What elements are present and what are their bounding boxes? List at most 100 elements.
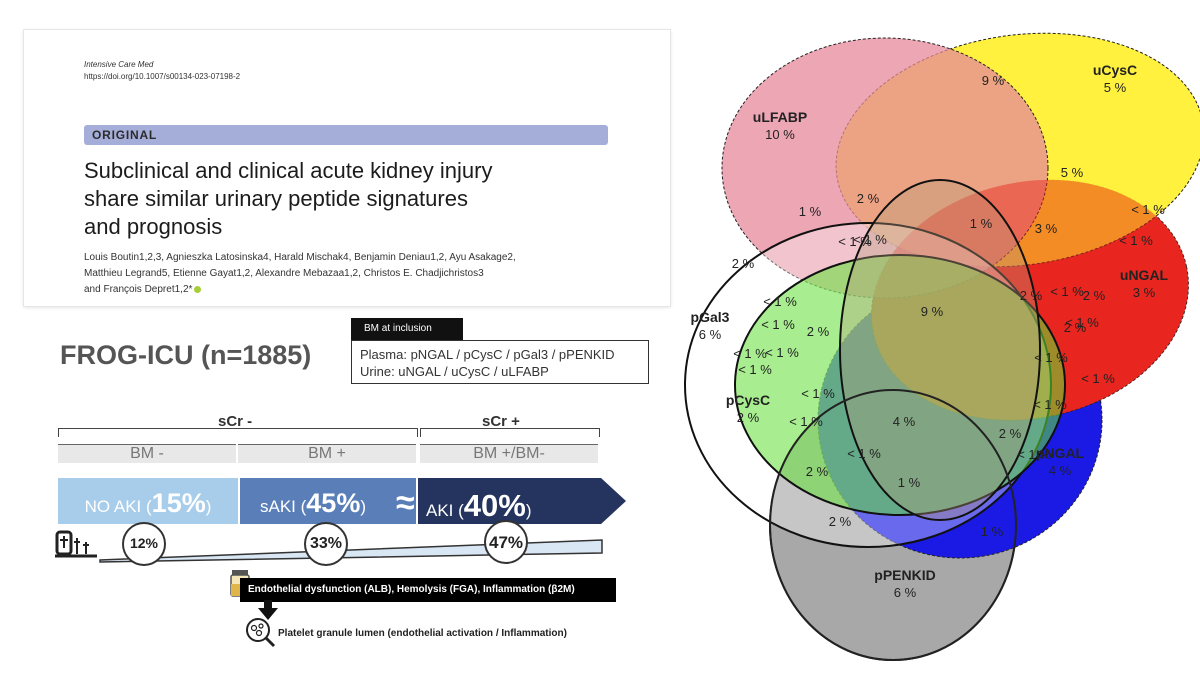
stage-tail: ) — [360, 497, 366, 516]
venn-region-label: < 1 % — [1050, 284, 1084, 299]
platelet-text: Platelet granule lumen (endothelial acti… — [278, 628, 567, 639]
urine-biomarkers: Urine: uNGAL / uCysC / uLFABP — [360, 364, 549, 379]
stage-tail: ) — [525, 501, 532, 520]
venn-region-label: 2 % — [1064, 320, 1087, 335]
mortality-value: 12% — [129, 535, 159, 551]
magnifier-icon — [246, 618, 276, 648]
arrow-down-icon — [258, 600, 278, 620]
venn-region-label: 2 % — [857, 191, 880, 206]
mortality-value: 47% — [488, 533, 524, 552]
doi-link[interactable]: https://doi.org/10.1007/s00134-023-07198… — [84, 72, 241, 81]
venn-region-label: < 1 % — [738, 362, 772, 377]
venn-set-pct: 3 % — [1133, 285, 1156, 300]
venn-region-label: 1 % — [981, 524, 1004, 539]
venn-region-label: 2 % — [807, 324, 830, 339]
venn-region-label: 9 % — [982, 73, 1005, 88]
section-bar: ORIGINAL — [84, 125, 608, 145]
stage-saki-text: sAKI (45%) — [210, 488, 416, 519]
venn-region-label: < 1 % — [1065, 315, 1099, 330]
author-line: and François Depret1,2* — [84, 284, 202, 295]
section-label: ORIGINAL — [92, 128, 158, 142]
bm-header-text: BM at inclusion — [364, 323, 432, 334]
venn-region-label: 2 % — [806, 464, 829, 479]
author-line-text: and François Depret1,2* — [84, 284, 193, 295]
paper-title-line: and prognosis — [84, 214, 223, 239]
stage-aki-text: AKI (40%) — [426, 488, 532, 524]
venn-region-label: 2 % — [829, 514, 852, 529]
venn-region-label: < 1 % — [765, 345, 799, 360]
venn-region-label: < 1 % — [1017, 447, 1051, 462]
venn-set-name: pNGAL — [1036, 445, 1085, 461]
stage-pct: 15% — [151, 488, 206, 518]
venn-region-label: < 1 % — [1081, 371, 1115, 386]
bm-mixed-cell: BM +/BM- — [420, 444, 598, 463]
venn-region-label: 5 % — [1061, 165, 1084, 180]
venn-region-label: 2 % — [1020, 288, 1043, 303]
venn-region-label: < 1 % — [1131, 202, 1165, 217]
venn-region-label: < 1 % — [838, 234, 872, 249]
paper-title-line: Subclinical and clinical acute kidney in… — [84, 158, 493, 183]
stage-no-aki-text: NO AKI (15%) — [58, 488, 238, 519]
venn-region-label: < 1 % — [801, 386, 835, 401]
venn-region-label: 1 % — [898, 475, 921, 490]
paper-title-line: share similar urinary peptide signatures — [84, 186, 468, 211]
venn-region-label: 4 % — [893, 414, 916, 429]
venn-set-name: uCysC — [1093, 62, 1137, 78]
stage-no-aki: NO AKI (15%) — [58, 478, 238, 524]
venn-set-pct: 10 % — [765, 127, 795, 142]
mortality-circle: 47% — [484, 520, 528, 564]
mortality-circle: 12% — [122, 522, 166, 566]
venn-region-label: < 1 % — [733, 346, 767, 361]
venn-region-label: < 1 % — [763, 294, 797, 309]
scr-neg-bracket — [58, 428, 418, 437]
scr-pos-label: sCr + — [482, 413, 520, 430]
stage-label: AKI ( — [426, 501, 464, 520]
plasma-biomarkers: Plasma: pNGAL / pCysC / pGal3 / pPENKID — [360, 347, 615, 362]
stage-label: sAKI ( — [259, 497, 307, 516]
venn-set-name: pGal3 — [691, 309, 730, 325]
venn-region-label: 2 % — [1083, 288, 1106, 303]
venn-region-label: < 1 % — [853, 232, 887, 247]
bm-header: BM at inclusion — [351, 318, 463, 340]
venn-set-name: pCysC — [726, 392, 770, 408]
stage-label: NO AKI ( — [84, 497, 152, 516]
venn-region-label: 1 % — [799, 204, 822, 219]
venn-set-pct: 5 % — [1104, 80, 1127, 95]
mechanism-text: Endothelial dysfunction (ALB), Hemolysis… — [248, 584, 575, 595]
stage-aki: AKI (40%) — [418, 478, 626, 524]
venn-region-label: < 1 % — [761, 317, 795, 332]
venn-region-label: 1 % — [970, 216, 993, 231]
author-line: Louis Boutin1,2,3, Agnieszka Latosinska4… — [84, 252, 516, 263]
venn-set-pct: 2 % — [737, 410, 760, 425]
venn-set-pct: 6 % — [699, 327, 722, 342]
venn-ellipse-pPENKID-outline — [769, 389, 1017, 661]
bm-neg-label: BM - — [130, 445, 164, 462]
venn-region-label: < 1 % — [1119, 233, 1153, 248]
venn-ellipse-pCysC — [734, 254, 1066, 516]
mortality-circle: 33% — [304, 522, 348, 566]
paper-header-card: Intensive Care Med https://doi.org/10.10… — [24, 30, 670, 306]
bm-pos-label: BM + — [308, 445, 346, 462]
venn-region-label: < 1 % — [847, 446, 881, 461]
orcid-icon[interactable] — [194, 285, 202, 293]
venn-region-label: 2 % — [999, 426, 1022, 441]
approx-sign: ≈ — [396, 484, 415, 522]
bm-pos-cell: BM + — [238, 444, 416, 463]
venn-region-label: 9 % — [921, 304, 944, 319]
venn-set-name: uNGAL — [1120, 267, 1169, 283]
venn-region-label: 2 % — [732, 256, 755, 271]
stage-subclinical-aki: sAKI (45%) — [240, 478, 416, 524]
venn-ellipse-central — [839, 179, 1041, 521]
mortality-trend-wedge — [99, 539, 603, 563]
bm-mixed-label: BM +/BM- — [473, 445, 545, 462]
venn-region-label: < 1 % — [1034, 350, 1068, 365]
stage-tail: ) — [205, 497, 212, 516]
venn-set-name: pPENKID — [874, 567, 935, 583]
venn-set-pct: 4 % — [1049, 463, 1072, 478]
stage-pct: 40% — [463, 488, 526, 523]
venn-region-label: < 1 % — [789, 414, 823, 429]
biomarker-box: Plasma: pNGAL / pCysC / pGal3 / pPENKID … — [351, 340, 649, 384]
scr-pos-bracket — [420, 428, 600, 437]
grave-icon — [55, 530, 97, 558]
